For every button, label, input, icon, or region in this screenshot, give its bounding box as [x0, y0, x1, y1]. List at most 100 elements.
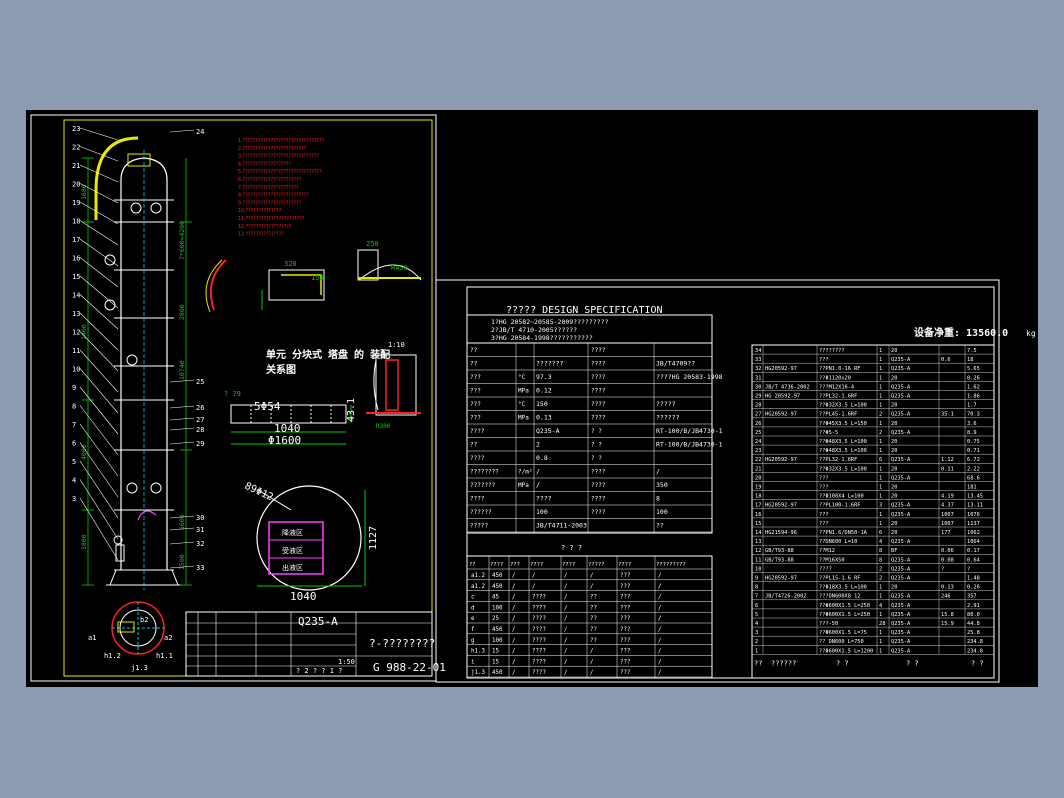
- bom-cell-18-3: 1: [879, 512, 882, 518]
- bom-cell-18-5: 1007: [941, 512, 954, 518]
- spec-key2-9: ????: [591, 469, 606, 476]
- nozzle-cell-4-1: 25: [492, 616, 499, 622]
- spec-value-3: 0.12: [536, 387, 552, 395]
- bom-cell-12-3: 6: [879, 457, 882, 463]
- column-dim-2: 4000: [80, 444, 88, 460]
- elbow-dims: 320 150 250 R450: [284, 240, 408, 282]
- spec-value2-1: JB/T4709??: [656, 360, 695, 368]
- nozzle-cell-8-5: /: [590, 659, 594, 665]
- bom-cell-31-3: 1: [879, 630, 882, 636]
- nozzle-header-4: ????: [562, 562, 575, 568]
- bom-footer-3: ? ?: [906, 659, 919, 667]
- nozzle-cell-9-2: /: [512, 670, 516, 676]
- bom-cell-19-5: 1007: [941, 521, 954, 527]
- spec-value2-13: ??: [656, 522, 664, 530]
- bom-cell-29-4: Q235-A: [891, 612, 911, 618]
- bom-cell-7-5: 35.1: [941, 412, 954, 418]
- title-drawing-no: G 988-22-01: [373, 661, 446, 674]
- bom-cell-22-6: 0.17: [967, 548, 980, 554]
- nozzle-cell-5-6: ???: [620, 627, 630, 633]
- bom-cell-23-4: Q235-A: [891, 557, 911, 563]
- bom-cell-18-4: Q235-A: [891, 512, 911, 518]
- bom-cell-5-1: HG 20592-97: [765, 394, 800, 400]
- design-spec-table[interactable]: ????? DESIGN SPECIFICATION 1?HG 20582~20…: [466, 305, 723, 679]
- spec-key2-2: ????: [591, 374, 606, 381]
- bom-cell-12-5: 1.12: [941, 457, 954, 463]
- bom-cell-29-3: 1: [879, 612, 882, 618]
- nozzle-cell-2-6: ???: [620, 595, 630, 601]
- nozzle-cell-3-7: /: [658, 605, 662, 611]
- bom-cell-15-4: 20: [891, 485, 897, 491]
- bom-cell-26-0: 8: [755, 585, 758, 591]
- bom-cell-33-6: 234.8: [967, 648, 983, 654]
- nozzle-header-2: ???: [510, 562, 520, 568]
- column-dim-5: 1600: [178, 514, 186, 530]
- nozzle-cell-8-2: /: [512, 659, 516, 665]
- bom-cell-15-6: 181: [967, 485, 977, 491]
- bom-cell-1-6: 18: [967, 357, 973, 363]
- balloon-leader: [79, 497, 119, 561]
- bom-cell-26-6: 0.26: [967, 585, 980, 591]
- nozzle-header-5: ?????: [588, 562, 605, 568]
- bom-cell-20-0: 14: [755, 530, 761, 536]
- spec-value-13: JB/T4711-2003: [536, 522, 587, 530]
- bom-cell-9-0: 25: [755, 430, 761, 436]
- bom-footer-0: ??: [754, 659, 762, 667]
- bom-cell-22-5: 0.06: [941, 548, 954, 554]
- plate-dim-length: 1040: [274, 422, 301, 435]
- nozzle-cell-6-6: ???: [620, 638, 630, 644]
- balloon-left-20: 20: [72, 181, 80, 189]
- bom-cell-33-0: 1: [755, 648, 758, 654]
- bom-cell-13-6: 2.22: [967, 466, 980, 472]
- bom-cell-33-2: ??Φ600X1.5 L=1200: [819, 648, 873, 654]
- balloon-right-31: 31: [196, 526, 204, 534]
- bom-cell-18-6: 1076: [967, 512, 980, 518]
- bom-cell-14-6: 68.6: [967, 475, 980, 481]
- balloon-leader: [79, 257, 119, 288]
- spec-key2-7: ? ?: [591, 442, 602, 449]
- spec-unit-10: MPa: [518, 482, 529, 489]
- spec-value2-4: ?????: [656, 400, 676, 408]
- nozzle-cell-0-6: ???: [620, 573, 630, 579]
- title-block[interactable]: Q235-A ?-???????? 1:50 ? 2 ? ? 1 ? G 988…: [185, 611, 446, 677]
- balloon-right-28: 28: [196, 426, 204, 434]
- title-sheet: ? 2 ? ? 1 ?: [296, 667, 342, 675]
- bom-cell-12-0: 22: [755, 457, 761, 463]
- note-line-2: 2.?????????????????????????: [238, 146, 307, 152]
- section-label-2: 关系图: [266, 363, 296, 376]
- balloon-leader: [79, 164, 119, 183]
- bom-cell-7-4: Q235-A: [891, 412, 911, 418]
- bom-cell-26-3: 1: [879, 585, 882, 591]
- bom-cell-28-3: 4: [879, 603, 882, 609]
- bom-cell-17-5: 4.37: [941, 503, 954, 509]
- balloon-left-8: 8: [72, 403, 76, 411]
- spec-unit-5: MPa: [518, 415, 529, 422]
- nozzle-header-1: ????: [490, 562, 503, 568]
- bom-cell-32-0: 2: [755, 639, 758, 645]
- bom-cell-11-0: 23: [755, 448, 761, 454]
- nozzle-cell-8-0: i: [471, 659, 475, 665]
- column-dim-3: 1800: [80, 534, 88, 550]
- bom-cell-20-5: 177: [941, 530, 951, 536]
- column-dim-6: 2800: [178, 304, 186, 320]
- nozzle-cell-1-0: a1.2: [471, 584, 485, 590]
- elbow-dim-1: 320: [284, 260, 297, 268]
- spec-key-11: ????: [470, 496, 485, 503]
- bom-cell-2-0: 32: [755, 366, 761, 372]
- bom-cell-9-6: 8.9: [967, 430, 977, 436]
- bom-cell-2-3: 1: [879, 366, 882, 372]
- cad-canvas[interactable]: 168014004000180010740160028007*600=42001…: [26, 110, 1038, 687]
- bom-cell-23-2: ??M16X50: [819, 557, 845, 563]
- nozzle-cell-6-5: ??: [590, 638, 597, 644]
- bom-cell-30-6: 44.8: [967, 621, 980, 627]
- balloon-leader: [169, 565, 195, 569]
- bom-cell-3-6: 0.26: [967, 375, 980, 381]
- spec-value-2: 97.3: [536, 373, 552, 381]
- spec-standard-1: 1?HG 20582~20585-2009?????????: [491, 318, 608, 326]
- balloon-leader: [169, 405, 195, 409]
- nozzle-cell-4-3: ????: [532, 616, 546, 622]
- balloon-right-32: 32: [196, 540, 204, 548]
